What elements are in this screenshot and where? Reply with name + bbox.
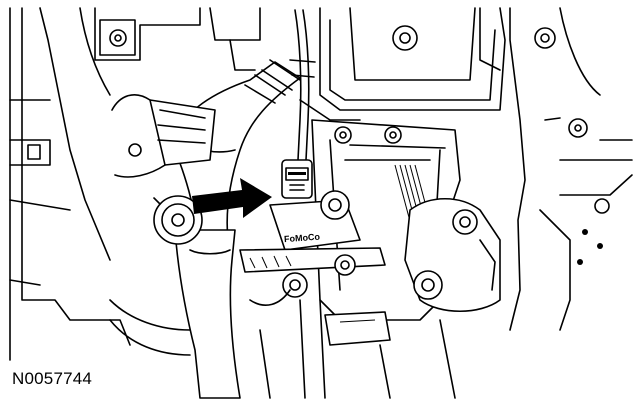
figure-reference-code: N0057744 [10, 369, 95, 389]
reservoir-cap [153, 195, 203, 245]
radiator-hose [111, 94, 216, 178]
right-fasteners [544, 117, 610, 265]
wiring-harness [289, 9, 316, 161]
component-marking: FoMoCo [284, 232, 321, 245]
lower-crossmember [249, 289, 456, 399]
arrow-right-icon [192, 178, 272, 218]
upper-bracket [94, 7, 261, 71]
left-panel [9, 99, 142, 286]
engine-bay-outline [9, 7, 633, 361]
fuse-box [299, 7, 556, 121]
mount-bracket [404, 198, 501, 313]
sensor-connector [281, 159, 313, 199]
shift-bracket [239, 190, 386, 298]
lower-hose [109, 229, 241, 399]
